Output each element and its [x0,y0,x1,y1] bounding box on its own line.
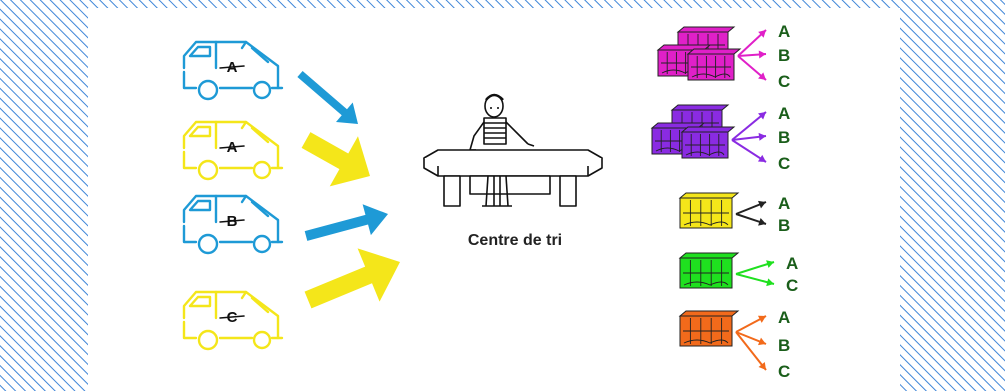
sorting-worker-icon [423,93,603,207]
destination-label: A [778,194,790,213]
truck-icon: A [182,120,284,181]
arrow-blue-2 [304,204,388,241]
sorting-centre-label: Centre de tri [467,232,563,249]
destination-label: C [778,72,790,91]
destination-label: C [778,362,790,381]
bundle-magenta: ABC [656,22,790,91]
truck-icon: A [182,40,284,101]
destination-label: C [778,154,790,173]
destination-label: B [778,216,790,235]
incoming-arrows [297,70,400,309]
bundle-purple: ABC [650,104,790,173]
truck-icon: C [182,290,284,351]
destination-label: A [786,254,798,273]
destination-label: C [786,276,798,295]
destination-label: B [778,128,790,147]
bundle-orange: ABC [678,308,790,381]
bundle-yellow: AB [678,192,790,235]
destination-label: A [778,308,790,327]
destination-label: A [778,22,790,41]
bundle-green: AC [678,252,798,295]
truck-icon: B [182,194,284,255]
arrow-yellow-1 [301,132,370,187]
arrow-yellow-2 [304,248,400,309]
arrow-blue-1 [297,70,358,124]
destination-label: B [778,46,790,65]
destination-label: A [778,104,790,123]
destination-label: B [778,336,790,355]
